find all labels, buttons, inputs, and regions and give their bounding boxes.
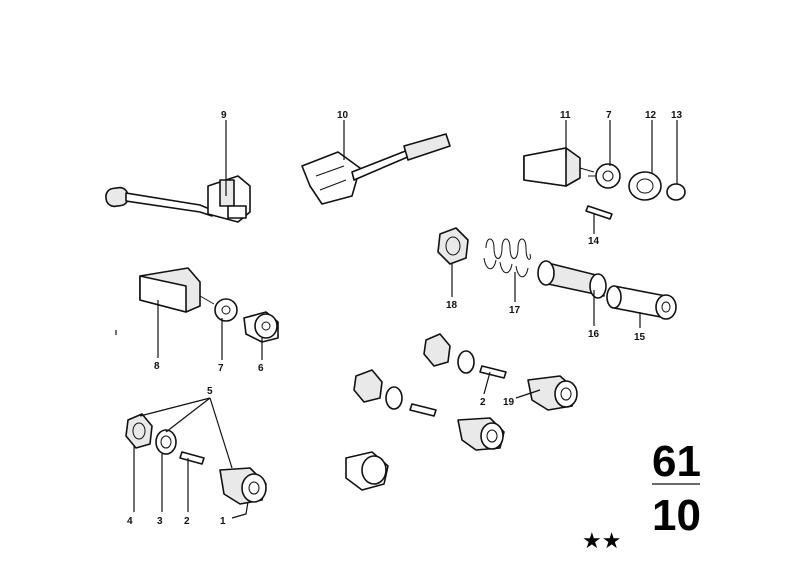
part-2-pin-left <box>179 451 205 465</box>
part-4-nut <box>125 413 153 449</box>
part-14-pin <box>585 205 613 220</box>
ring-lower <box>385 386 403 410</box>
part-7-bulb-bottom <box>214 298 238 322</box>
part-15-sleeve <box>606 285 677 320</box>
pin-lower <box>409 403 437 417</box>
part-9-turn-signal-switch <box>105 175 251 223</box>
ring-upper <box>457 350 475 374</box>
label-3: 3 <box>157 516 163 527</box>
label-12: 12 <box>645 110 657 121</box>
label-16: 16 <box>588 329 600 340</box>
label-17: 17 <box>509 305 521 316</box>
nut-upper <box>423 333 451 367</box>
nut-lower <box>353 369 383 403</box>
part-6-knob <box>243 311 279 343</box>
part-3-washer <box>155 429 177 455</box>
group-code-bottom: 10 <box>652 491 701 540</box>
label-18: 18 <box>446 300 458 311</box>
part-19-lock <box>527 375 578 411</box>
cap-loose <box>345 451 389 491</box>
part-16-lock-cylinder <box>537 260 607 299</box>
label-7-top: 7 <box>606 110 612 121</box>
label-11: 11 <box>560 110 571 121</box>
part-10-wiper-switch <box>301 133 451 205</box>
label-5: 5 <box>207 386 213 397</box>
label-15: 15 <box>634 332 646 343</box>
part-17-spring <box>483 238 531 278</box>
lock-lower <box>457 417 505 451</box>
leader-lines <box>115 120 700 519</box>
group-code-top: 61 <box>652 437 701 486</box>
label-7-bottom: 7 <box>218 363 224 374</box>
label-13: 13 <box>671 110 683 121</box>
label-2-left: 2 <box>184 516 190 527</box>
part-11-switch-block <box>523 147 595 187</box>
part-7-bulb-top <box>588 163 621 189</box>
part-13-ring <box>666 183 686 201</box>
pin-upper <box>479 365 507 379</box>
label-10: 10 <box>337 110 349 121</box>
part-8-switch-block <box>139 267 215 313</box>
label-6: 6 <box>258 363 264 374</box>
label-4: 4 <box>127 516 133 527</box>
rating-stars: ★★ <box>582 529 621 554</box>
label-1: 1 <box>220 516 226 527</box>
label-9: 9 <box>221 110 227 121</box>
part-1-lock <box>219 467 267 505</box>
part-12-cap <box>628 171 662 201</box>
label-2-mid: 2 <box>480 397 486 408</box>
label-14: 14 <box>588 236 600 247</box>
part-18-nut <box>437 227 469 265</box>
label-19: 19 <box>503 397 515 408</box>
label-8: 8 <box>154 361 160 372</box>
